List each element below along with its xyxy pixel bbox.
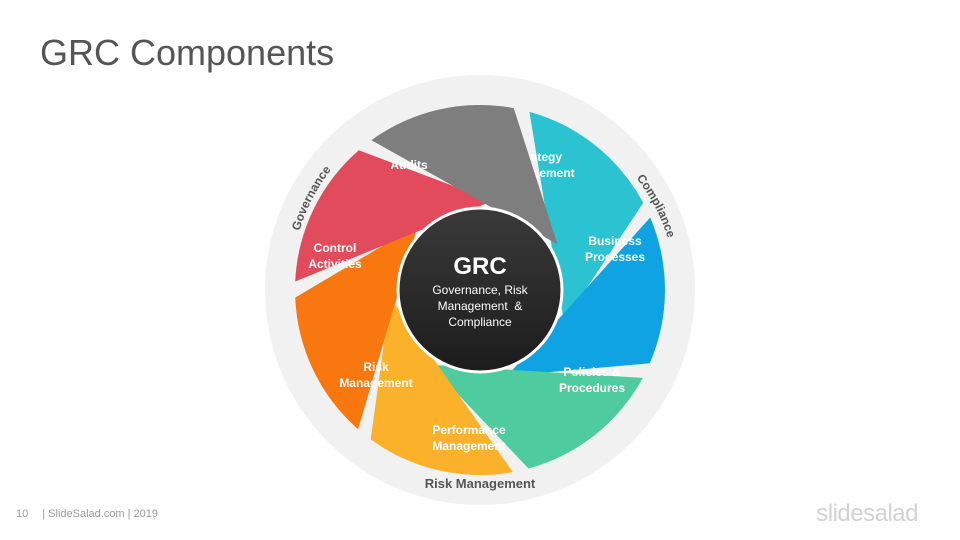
segment-3: [370, 297, 513, 476]
footer-source: | SlideSalad.com | 2019: [42, 508, 159, 520]
ring-label-risk-management: Risk Management: [425, 476, 536, 491]
segment-3-label-line-1: Management: [432, 439, 505, 453]
segment-6: [371, 104, 558, 245]
segment-5-label-line-1: Activities: [308, 257, 362, 271]
segment-2: [430, 364, 643, 469]
center-subtitle-line-3: Compliance: [448, 315, 512, 329]
segment-4-label-line-1: Management: [339, 376, 412, 390]
segment-2-label-line-1: Procedures: [559, 381, 625, 395]
center-subtitle-line-1: Governance, Risk: [432, 283, 528, 297]
footer: 10 | SlideSalad.com | 2019: [16, 508, 158, 520]
segment-3-label-line-0: Performance: [432, 423, 506, 437]
center-circle: [398, 208, 562, 372]
page-number: 10: [16, 508, 29, 520]
segment-4-label-line-0: Risk: [363, 360, 389, 374]
slidesalad-logo: slidesalad: [816, 500, 918, 527]
segment-1-label-line-0: Business: [588, 234, 642, 248]
center-circle-rim: [396, 206, 564, 374]
segment-5-label-line-0: Control: [314, 241, 357, 255]
segment-2-label-line-0: Policies &: [563, 365, 621, 379]
segment-5: [295, 150, 493, 282]
segment-1-label-line-1: Processes: [585, 250, 645, 264]
center-subtitle-line-2: Management &: [438, 299, 523, 313]
center-title: GRC: [453, 253, 506, 280]
segment-4: [295, 224, 419, 430]
segment-6-label-line-0: Audits: [390, 158, 428, 172]
slide-title: GRC Components: [40, 32, 335, 73]
